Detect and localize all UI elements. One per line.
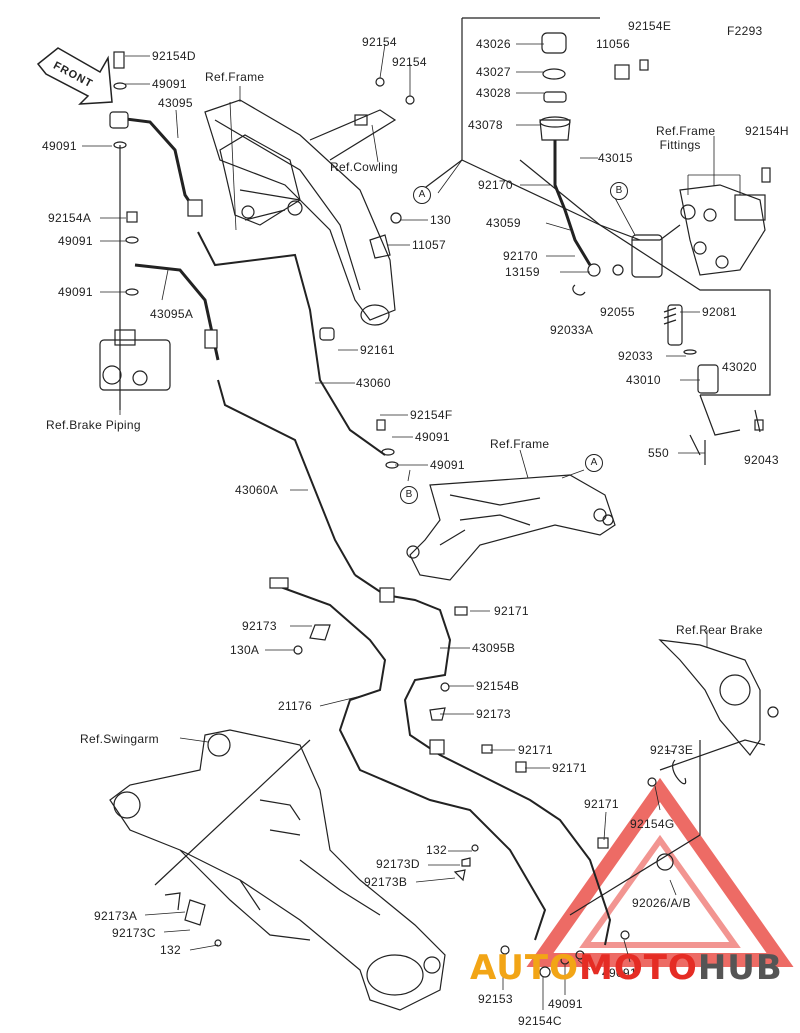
part-label: 43020: [722, 360, 757, 374]
part-label: 13159: [505, 265, 540, 279]
part-label: 49091: [58, 285, 93, 299]
part-label: 92161: [360, 343, 395, 357]
watermark-part1: AUTO: [470, 948, 579, 988]
part-label: 92154D: [152, 49, 196, 63]
part-label: 92170: [478, 178, 513, 192]
part-label: 11057: [412, 238, 446, 252]
part-label: 49091: [415, 430, 450, 444]
part-label: 92033: [618, 349, 653, 363]
ref-cowling: Ref.Cowling: [330, 160, 398, 174]
ref-frame-top: Ref.Frame: [205, 70, 265, 84]
part-label: 92173: [242, 619, 277, 633]
part-label: 49091: [58, 234, 93, 248]
part-label: 92173B: [364, 875, 408, 889]
part-label: 92153: [478, 992, 513, 1006]
part-label: 43015: [598, 151, 633, 165]
part-label: 92081: [702, 305, 737, 319]
part-label: 43059: [486, 216, 521, 230]
part-label: 49091: [152, 77, 187, 91]
ref-rear-brake: Ref.Rear Brake: [676, 623, 763, 637]
part-label: 43095B: [472, 641, 516, 655]
part-label: 49091: [42, 139, 77, 153]
part-label: 43060: [356, 376, 391, 390]
part-label: 43027: [476, 65, 511, 79]
ref-swingarm: Ref.Swingarm: [80, 732, 159, 746]
part-label: 43026: [476, 37, 511, 51]
part-label: 92171: [584, 797, 619, 811]
ref-frame-fittings: Ref.Frame Fittings: [656, 124, 716, 152]
circle-label-a1: A: [413, 186, 431, 204]
part-label: 92173C: [112, 926, 156, 940]
circle-label-b2: B: [400, 486, 418, 504]
circle-label-a2: A: [585, 454, 603, 472]
part-label: 130A: [230, 643, 260, 657]
part-label: 132: [160, 943, 181, 957]
part-label: 92173: [476, 707, 511, 721]
part-label: 92173D: [376, 857, 420, 871]
part-label: 21176: [278, 699, 312, 713]
part-label: 92154A: [48, 211, 92, 225]
watermark-part2: MOTO: [578, 948, 698, 988]
part-label: 92171: [518, 743, 553, 757]
part-label: 92154H: [745, 124, 789, 138]
part-label: 92154E: [628, 19, 672, 33]
part-label: 132: [426, 843, 447, 857]
part-label: 92055: [600, 305, 635, 319]
part-label: 550: [648, 446, 669, 460]
part-label: 43028: [476, 86, 511, 100]
part-label: 92170: [503, 249, 538, 263]
part-label: 92154: [392, 55, 427, 69]
part-label: 92173E: [650, 743, 694, 757]
part-label: 43010: [626, 373, 661, 387]
part-label: 43095A: [150, 307, 194, 321]
circle-label-b1: B: [610, 182, 628, 200]
part-label: 92043: [744, 453, 779, 467]
watermark-part3: HUB: [697, 948, 783, 988]
watermark-triangle: [526, 777, 794, 967]
part-label: 130: [430, 213, 451, 227]
part-label: 92171: [552, 761, 587, 775]
part-label: 11056: [596, 37, 630, 51]
front-arrow-icon: [36, 47, 113, 105]
part-label: 43095: [158, 96, 193, 110]
ref-brake-piping: Ref.Brake Piping: [46, 418, 141, 432]
part-label: 92033A: [550, 323, 594, 337]
part-label: 92026/A/B: [632, 896, 691, 910]
part-label: 92173A: [94, 909, 138, 923]
part-label: 43060A: [235, 483, 279, 497]
part-label: 49091: [602, 966, 637, 980]
part-label: 43078: [468, 118, 503, 132]
diagram-code: F2293: [727, 24, 763, 38]
watermark-logo: AUTOMOTOHUB: [470, 948, 783, 988]
part-label: 92154: [362, 35, 397, 49]
part-label: 92154G: [630, 817, 675, 831]
part-label: 92154F: [410, 408, 453, 422]
part-label: 92171: [494, 604, 529, 618]
ref-frame-mid: Ref.Frame: [490, 437, 550, 451]
part-label: 92154C: [518, 1014, 562, 1028]
part-label: 92154B: [476, 679, 520, 693]
part-label: 49091: [430, 458, 465, 472]
part-label: 49091: [548, 997, 583, 1011]
